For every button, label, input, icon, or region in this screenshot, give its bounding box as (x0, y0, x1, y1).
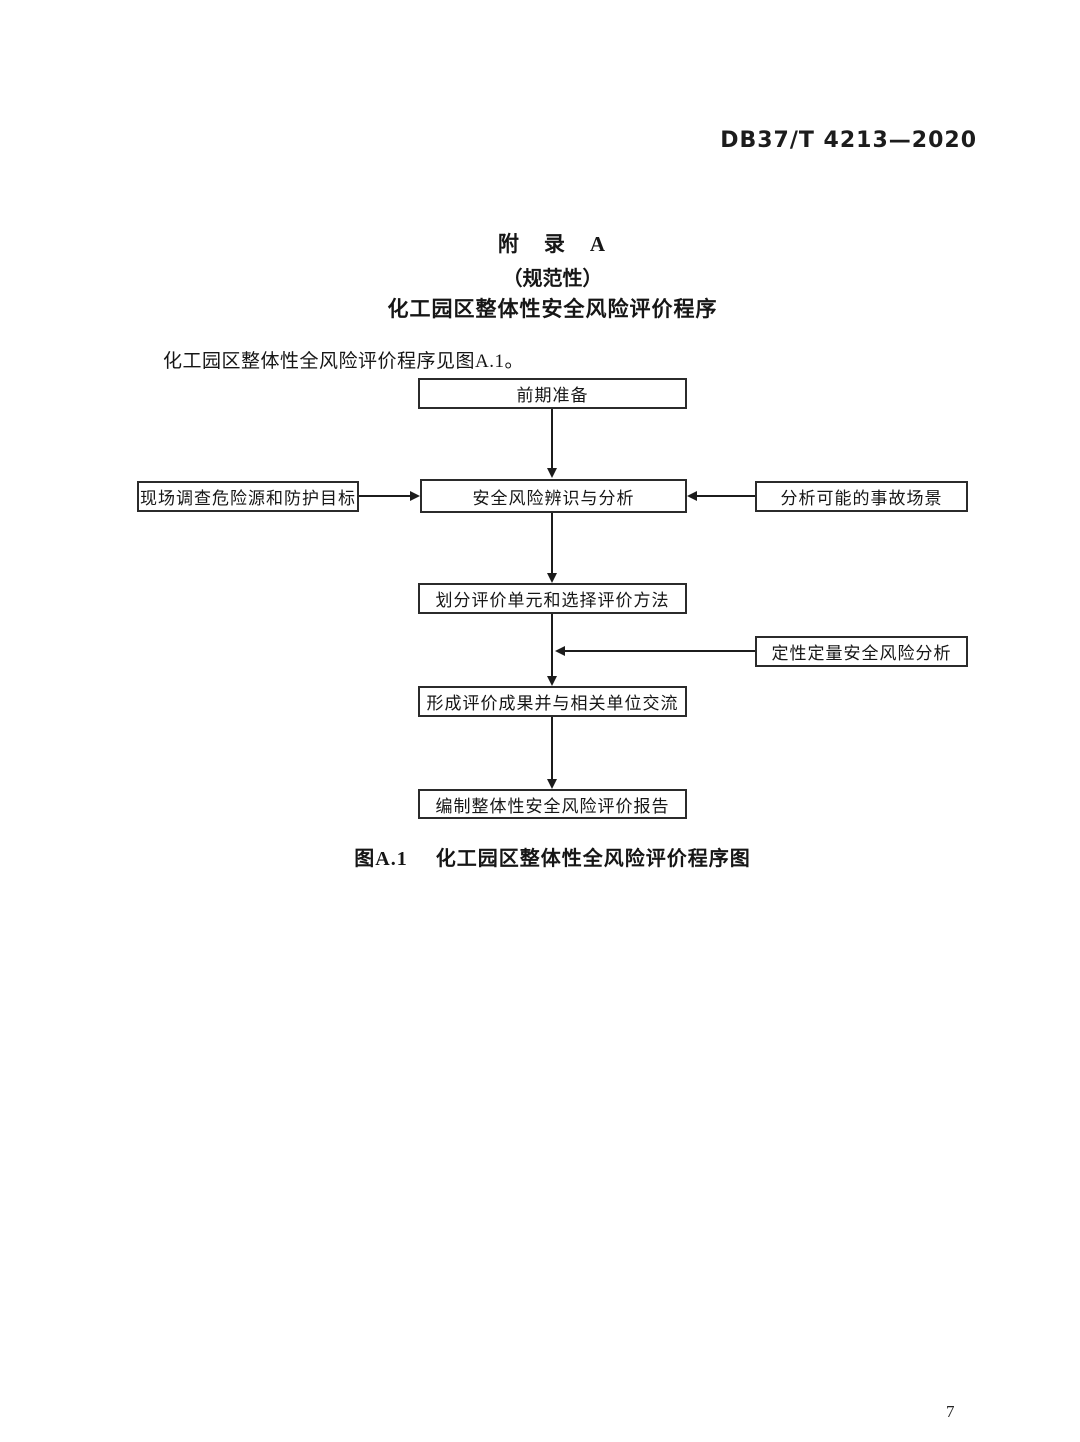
page-number: 7 (946, 1402, 955, 1421)
intro-paragraph: 化工园区整体性全风险评价程序见图A.1。 (163, 351, 524, 372)
standard-code: DB37/T 4213—2020 (720, 128, 977, 153)
flow-node-scenarios: 分析可能的事故场景 (755, 481, 968, 512)
flow-node-report: 编制整体性安全风险评价报告 (418, 789, 687, 819)
appendix-normative: （规范性） (502, 268, 603, 290)
arrow-preparation-to-identification (547, 409, 557, 478)
figure-caption: 图A.1 化工园区整体性全风险评价程序图 (130, 842, 975, 871)
arrow-scenarios-to-identification (687, 491, 755, 501)
flow-node-results: 形成评价成果并与相关单位交流 (418, 686, 687, 717)
flow-node-qual-quant: 定性定量安全风险分析 (755, 636, 968, 667)
appendix-title: 化工园区整体性安全风险评价程序 (387, 297, 718, 321)
arrow-qual-quant-to-flow (555, 646, 755, 656)
figure-caption-label: 图A.1 (354, 848, 408, 870)
flow-node-unit-method: 划分评价单元和选择评价方法 (418, 583, 687, 614)
arrow-site-survey-to-identification (359, 491, 420, 501)
arrow-identification-to-unit-method (547, 513, 557, 583)
appendix-label: 附 录 A (497, 232, 608, 256)
arrow-unit-method-to-results (547, 614, 557, 686)
figure-caption-title: 化工园区整体性全风险评价程序图 (435, 848, 751, 870)
flow-node-preparation: 前期准备 (418, 378, 687, 409)
arrow-results-to-report (547, 717, 557, 789)
flow-node-identification: 安全风险辨识与分析 (420, 479, 687, 513)
flow-node-site-survey: 现场调查危险源和防护目标 (137, 481, 359, 512)
